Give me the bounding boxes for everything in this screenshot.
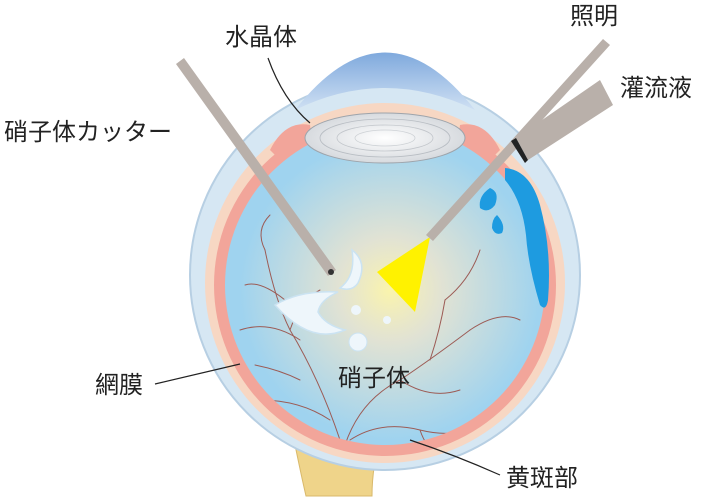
vitreous-opacity bbox=[338, 248, 363, 290]
vitreous-cutter-instrument bbox=[176, 58, 336, 276]
floater bbox=[348, 332, 368, 352]
floater bbox=[383, 316, 391, 324]
floater bbox=[351, 305, 361, 315]
infusion-droplet bbox=[479, 188, 497, 211]
infusion-droplet bbox=[492, 215, 504, 234]
infusion-cannula bbox=[516, 80, 613, 160]
vitreous-opacity bbox=[273, 291, 348, 335]
infusion-cannula-tip bbox=[511, 138, 528, 163]
lens bbox=[304, 112, 466, 164]
label-lens: 水晶体 bbox=[225, 23, 297, 51]
cornea bbox=[295, 52, 475, 110]
infusion-fluid-stream bbox=[505, 168, 549, 308]
leader-line-lens bbox=[267, 57, 311, 124]
cutter-tip bbox=[328, 269, 334, 275]
label-vitreous-cutter: 硝子体カッター bbox=[4, 118, 172, 146]
leader-line-macula bbox=[409, 439, 501, 476]
iris-right bbox=[458, 124, 500, 158]
light-cone bbox=[377, 237, 430, 312]
label-infusion: 灌流液 bbox=[620, 74, 692, 102]
label-macula: 黄斑部 bbox=[506, 464, 578, 492]
iris-left bbox=[270, 124, 312, 158]
leader-line-retina bbox=[154, 363, 241, 385]
label-vitreous: 硝子体 bbox=[338, 364, 410, 392]
label-retina: 網膜 bbox=[95, 371, 143, 399]
label-illumination: 照明 bbox=[570, 2, 618, 30]
